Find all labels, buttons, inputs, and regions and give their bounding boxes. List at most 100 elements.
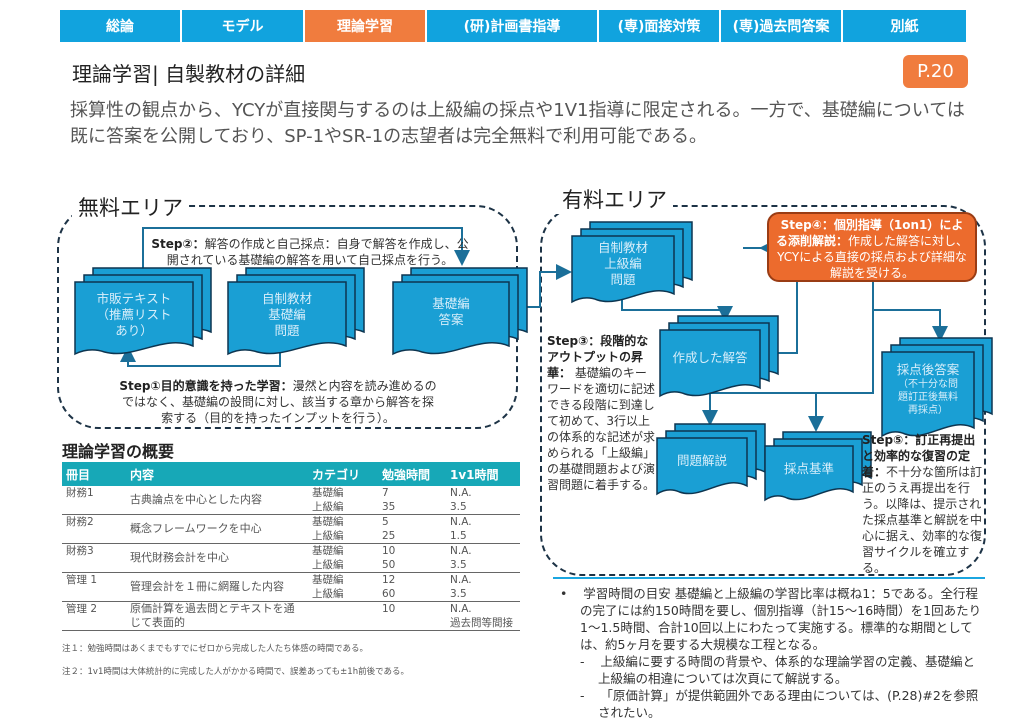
doc-label: 作成した解答 (672, 350, 748, 365)
doc-label: あり） (115, 323, 153, 338)
step3-title: Step③：段階的なアウトプットの昇華： (547, 334, 649, 380)
doc-label: 採点後答案 (896, 361, 960, 377)
doc-label: 基礎編 (432, 296, 470, 311)
cell-content: 管理会計を１冊に網羅した内容 (130, 580, 284, 593)
intro-text: 採算性の観点から、YCYが直接関与するのは上級編の採点や1V1指導に限定される。… (70, 100, 965, 147)
cell-study-hours: 7 (382, 487, 389, 499)
doc-label: 答案 (438, 312, 464, 327)
doc-label: 上級編 (604, 256, 642, 271)
overview-title: 理論学習の概要 (62, 442, 175, 461)
header-category: カテゴリ (308, 462, 378, 486)
note-2: 注２：1v1時間は大体統計的に完成した人がかかる時間で、誤差あっても±1h前後で… (62, 667, 409, 677)
table-header-row: 冊目 内容 カテゴリ 勉強時間 1v1時間 (62, 462, 520, 486)
free-area-label: 無料エリア (72, 192, 189, 222)
tab-past-exams[interactable]: (専)過去問答案 (721, 10, 841, 42)
doc-label: 採点基準 (783, 461, 834, 476)
note-1: 注１：勉強時間はあくまでもすでにゼロから完成した人たち体感の時間である。 (62, 644, 369, 654)
tab-appendix[interactable]: 別紙 (843, 10, 966, 42)
tab-model[interactable]: モデル (182, 10, 303, 42)
document-stack-icon (74, 267, 212, 356)
summary-bullets: • 学習時間の目安 基礎編と上級編の学習比率は概ね1：5である。全行程の完了には… (560, 585, 985, 721)
bullet-main: • 学習時間の目安 基礎編と上級編の学習比率は概ね1：5である。全行程の完了には… (560, 586, 982, 652)
step2-body: 解答の作成と自己採点：自身で解答を作成し、公開されている基礎編の解答を用いて自己… (166, 237, 469, 267)
bullet-sub: - 上級編に要する時間の背景や、体系的な理論学習の定義、基礎編と上級編の相違につ… (580, 654, 976, 686)
cell-book: 財務1 (66, 487, 94, 499)
cell-content: 古典論点を中心とした内容 (130, 493, 262, 506)
step1-text: Step①目的意識を持った学習：漫然と内容を読み進めるのではなく、基礎編の設問に… (118, 378, 438, 426)
cell-study-hours: 50 (382, 559, 396, 571)
document-stack-icon (764, 431, 872, 502)
cell-category (308, 602, 378, 617)
document-stack-icon (659, 315, 779, 398)
document-stack-icon (881, 337, 993, 438)
step2-text: Step②：解答の作成と自己採点：自身で解答を作成し、公開されている基礎編の解答… (150, 236, 470, 268)
cell-category: 上級編 (312, 559, 344, 571)
bullet-main-text: 学習時間の目安 基礎編と上級編の学習比率は概ね1：5である。全行程の完了には約1… (580, 586, 982, 652)
tab-plan[interactable]: (研)計画書指導 (427, 10, 597, 42)
step3-text: Step③：段階的なアウトプットの昇華： 基礎編のキーワードを適切に記述できる段… (547, 333, 657, 493)
cell-study-hours: 35 (382, 501, 396, 513)
cell-book: 管理 1 (66, 574, 98, 586)
doc-label: 再採点） (908, 404, 948, 416)
cell-study-hours: 10 (382, 545, 396, 557)
page-number-badge: P.20 (903, 55, 968, 88)
page-title: 理論学習| 自製教材の詳細 (72, 62, 306, 86)
cell-1v1-hours: N.A. (450, 574, 472, 586)
cell-1v1-hours: 1.5 (450, 530, 467, 542)
document-stack-icon (571, 221, 693, 304)
step4-title: Step④：個別指導（1on1）による添削解説： (775, 218, 964, 248)
table-row: 財務1 古典論点を中心とした内容 基礎編 7 N.A. (62, 486, 520, 506)
cell-content: 原価計算を過去問とテキストを通じて表面的 (130, 602, 295, 629)
cell-1v1-hours: N.A. (450, 545, 472, 557)
cell-category: 基礎編 (312, 487, 344, 499)
step1-title: Step①目的意識を持った学習： (119, 379, 293, 393)
table-row: 財務3 現代財務会計を中心 基礎編 10 N.A. (62, 544, 520, 564)
document-stack-icon (392, 267, 528, 356)
header-1v1-hours: 1v1時間 (446, 462, 520, 486)
cell-category: 上級編 (312, 501, 344, 513)
header-study-hours: 勉強時間 (378, 462, 446, 486)
cell-1v1-hours: 3.5 (450, 501, 467, 513)
cell-book: 財務3 (66, 545, 94, 557)
step4-box: Step④：個別指導（1on1）による添削解説：作成した解答に対し、YCYによる… (767, 212, 977, 282)
document-stack-icon (227, 267, 365, 356)
cell-study-hours: 10 (382, 603, 396, 615)
cell-1v1-hours: N.A. (450, 603, 472, 615)
doc-label: 問題 (610, 272, 636, 287)
doc-label: 問題 (274, 323, 300, 338)
step5-text: Step⑤：訂正再提出と効率的な復習の定着：不十分な箇所は訂正のうえ再提出を行う… (862, 432, 984, 576)
header-content: 内容 (126, 462, 308, 486)
tab-interview[interactable]: (専)面接対策 (599, 10, 719, 42)
step5-title: Step⑤：訂正再提出と効率的な復習の定着： (862, 433, 976, 479)
step3-body: 基礎編のキーワードを適切に記述できる段階に到達して初めて、3行以上の体系的な記述… (547, 366, 656, 492)
cell-book: 財務2 (66, 516, 94, 528)
cell-category: 基礎編 (312, 545, 344, 557)
cell-1v1-hours: N.A. (450, 516, 472, 528)
paid-area-label: 有料エリア (556, 184, 673, 214)
doc-label: （推薦リスト (96, 307, 172, 322)
doc-label: 問題解説 (676, 453, 727, 468)
cell-category: 上級編 (312, 530, 344, 542)
tab-theory[interactable]: 理論学習 (305, 10, 425, 42)
cell-1v1-hours: 3.5 (450, 588, 467, 600)
cell-content: 概念フレームワークを中心 (130, 522, 262, 535)
doc-label: 自制教材 (261, 291, 312, 306)
cell-study-hours: 12 (382, 574, 396, 586)
document-stack-icon (656, 423, 766, 496)
cell-content: 現代財務会計を中心 (130, 551, 229, 564)
table-row: 管理 2 原価計算を過去問とテキストを通じて表面的 10 N.A. (62, 602, 520, 629)
cell-study-hours: 60 (382, 588, 396, 600)
bullet-sub-text: 上級編に要する時間の背景や、体系的な理論学習の定義、基礎編と上級編の相違について… (598, 654, 976, 686)
cell-book: 管理 2 (66, 603, 98, 615)
cell-1v1-hours: 3.5 (450, 559, 467, 571)
doc-label: 自制教材 (597, 240, 648, 255)
step1-body: 漫然と内容を読み進めるのではなく、基礎編の設問に対し、該当する章から解答を探索す… (121, 379, 437, 425)
doc-label: 基礎編 (268, 307, 306, 322)
cell-1v1-hours: N.A. (450, 487, 472, 499)
bullet-sub: - 「原価計算」が提供範囲外である理由については、(P.28)#2を参照されたい… (580, 688, 979, 720)
doc-label: 題訂正後無料 (898, 391, 958, 403)
tab-overview[interactable]: 総論 (60, 10, 180, 42)
step2-title: Step②： (151, 237, 205, 251)
